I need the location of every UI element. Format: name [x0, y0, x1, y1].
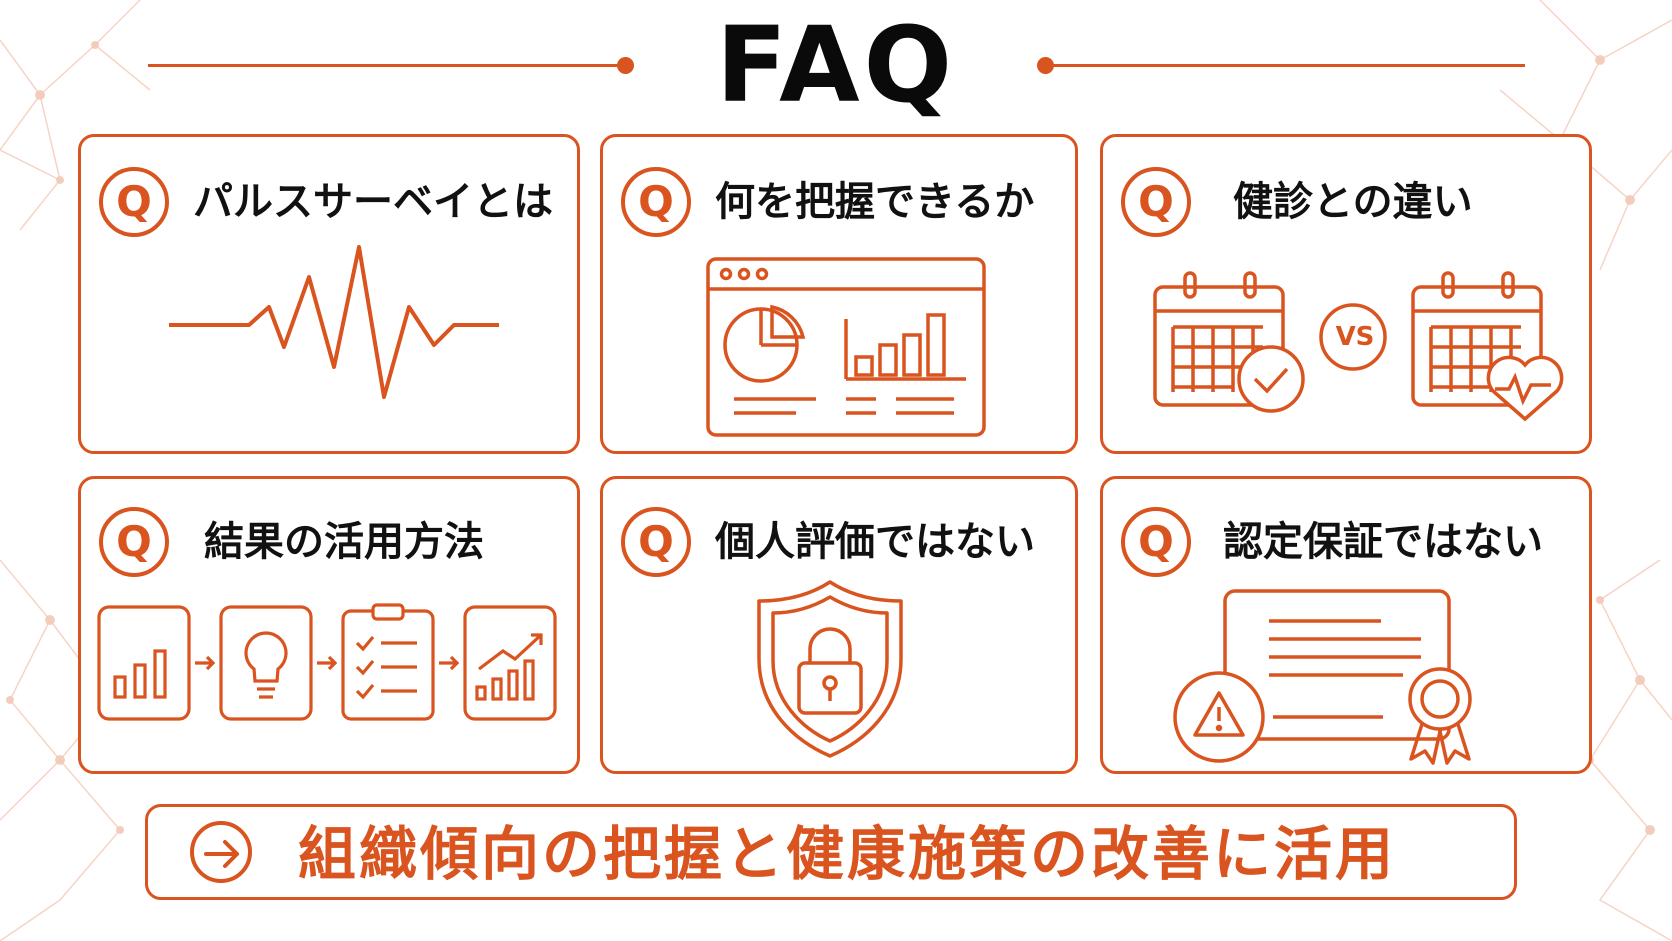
header: FAQ	[0, 0, 1672, 120]
faq-question-label: 何を把握できるか	[715, 179, 1035, 225]
faq-card-what-to-grasp[interactable]: Q 何を把握できるか	[600, 134, 1078, 454]
title-divider-dot-left	[617, 57, 634, 74]
q-badge: Q	[621, 167, 691, 237]
faq-question-label: 認定保証ではない	[1223, 519, 1543, 565]
arrow-right-circle-icon	[190, 821, 252, 883]
conclusion-banner: 組織傾向の把握と健康施策の改善に活用	[145, 804, 1517, 900]
faq-card-pulse-survey[interactable]: Q パルスサーベイとは	[78, 134, 580, 454]
faq-card-not-personal-evaluation[interactable]: Q 個人評価ではない	[600, 476, 1078, 774]
q-badge: Q	[99, 167, 169, 237]
title-divider-right	[1052, 64, 1525, 67]
q-badge: Q	[1121, 167, 1191, 237]
faq-question-label: 結果の活用方法	[204, 519, 484, 565]
faq-card-how-to-use-results[interactable]: Q 結果の活用方法	[78, 476, 580, 774]
faq-question-label: パルスサーベイとは	[193, 179, 553, 225]
q-badge: Q	[1121, 507, 1191, 577]
faq-question-label: 個人評価ではない	[715, 519, 1035, 565]
page-title: FAQ	[715, 4, 956, 126]
title-divider-dot-right	[1037, 57, 1054, 74]
faq-card-not-certification[interactable]: Q 認定保証ではない	[1100, 476, 1592, 774]
title-divider-left	[148, 64, 623, 67]
vs-label: VS	[1335, 322, 1375, 352]
conclusion-text: 組織傾向の把握と健康施策の改善に活用	[298, 820, 1397, 888]
q-badge: Q	[621, 507, 691, 577]
faq-card-difference-checkup[interactable]: Q 健診との違い	[1100, 134, 1592, 454]
q-badge: Q	[99, 507, 169, 577]
faq-question-label: 健診との違い	[1233, 179, 1473, 225]
